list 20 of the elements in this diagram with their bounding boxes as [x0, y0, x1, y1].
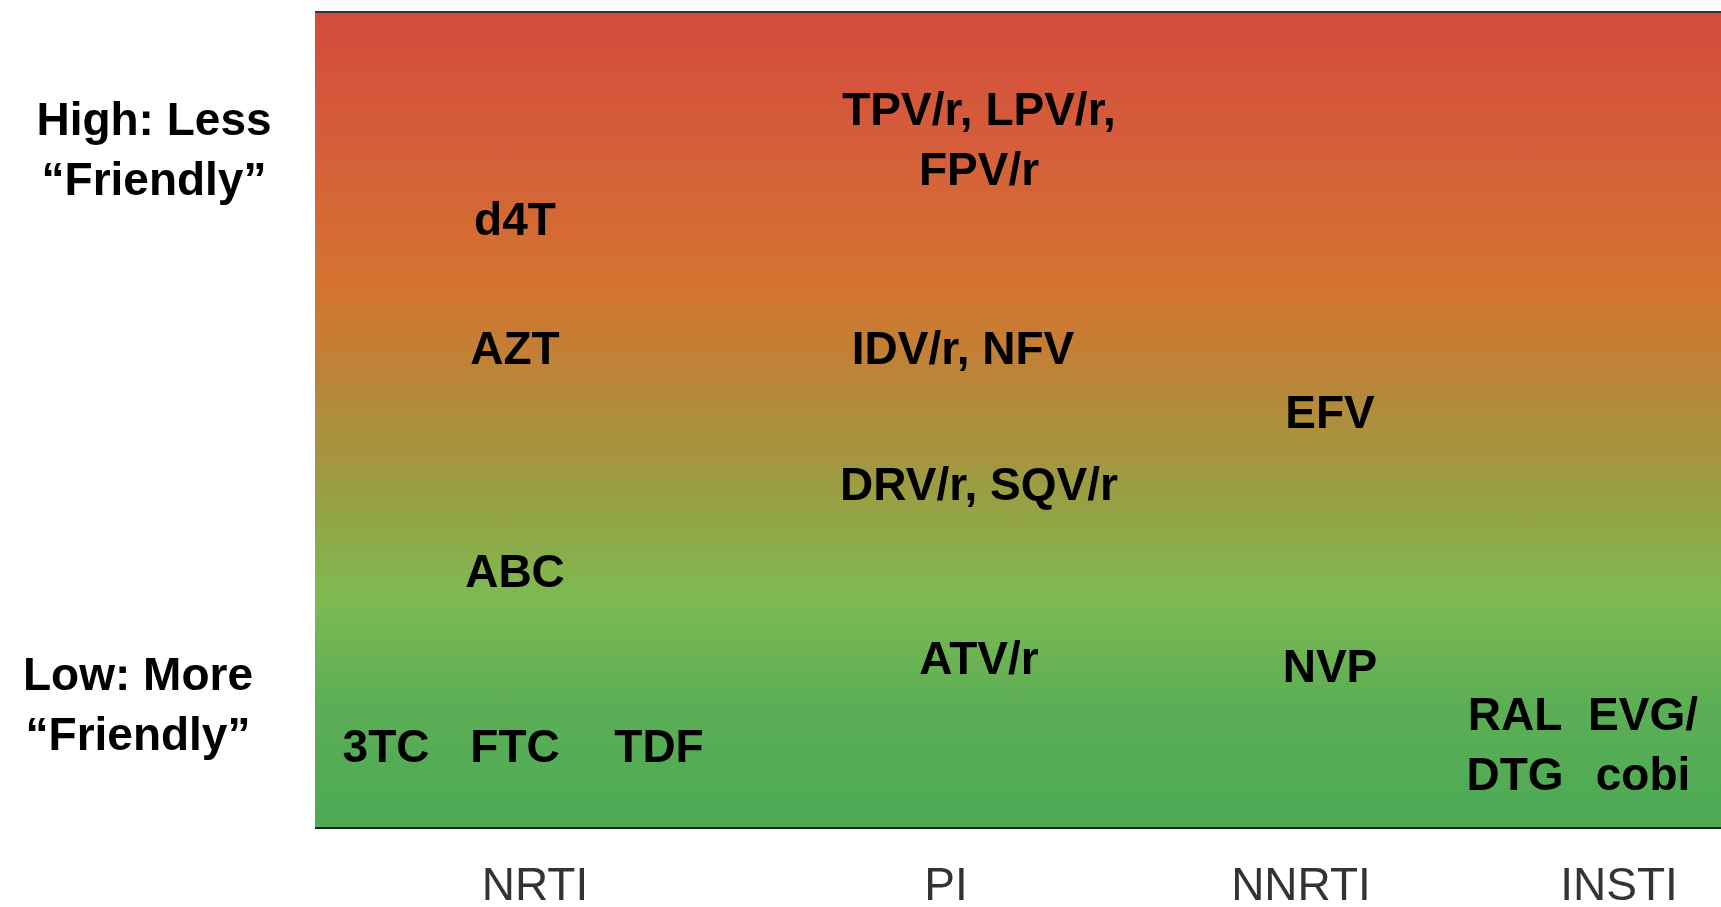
category-label: PI	[924, 857, 968, 907]
category-label: NRTI	[481, 857, 589, 907]
drug-label: RAL DTG	[1465, 687, 1565, 802]
drug-label: ATV/r	[919, 631, 1039, 687]
drug-label: d4T	[474, 192, 556, 248]
drug-label: EVG/ cobi	[1587, 687, 1699, 802]
axis-label: Low: More “Friendly”	[22, 647, 254, 762]
drug-label: AZT	[470, 321, 560, 377]
drug-label: ABC	[465, 544, 565, 600]
drug-label: TPV/r, LPV/r, FPV/r	[841, 82, 1117, 197]
category-label: NNRTI	[1231, 857, 1371, 907]
drug-label: FTC	[470, 719, 560, 775]
axis-label: High: Less “Friendly”	[35, 92, 273, 207]
category-label: INSTI	[1560, 857, 1678, 907]
drug-label: DRV/r, SQV/r	[840, 457, 1118, 513]
drug-label: EFV	[1285, 385, 1375, 441]
drug-label: IDV/r, NFV	[851, 321, 1075, 377]
drug-label: 3TC	[342, 719, 430, 775]
drug-label: TDF	[614, 719, 704, 775]
drug-label: NVP	[1282, 639, 1378, 695]
